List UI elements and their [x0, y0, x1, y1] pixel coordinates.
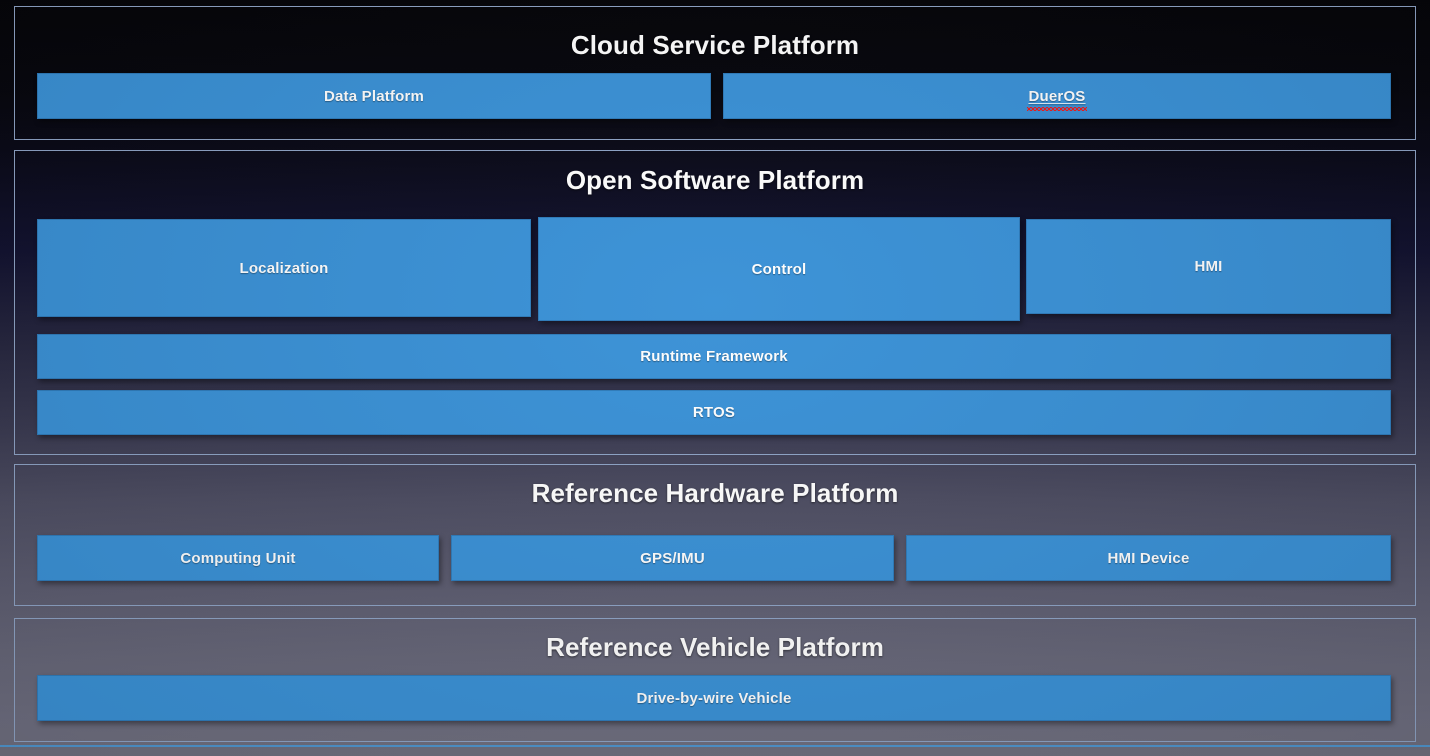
box-label-gps-imu: GPS/IMU [640, 549, 705, 567]
box-label-hmi-device: HMI Device [1107, 549, 1190, 567]
box-computing-unit[interactable]: Computing Unit [37, 535, 439, 581]
box-dueros[interactable]: DuerOS [723, 73, 1391, 119]
box-label-rtos: RTOS [692, 404, 736, 421]
box-data-platform[interactable]: Data Platform [37, 73, 711, 119]
box-label-localization: Localization [239, 259, 329, 277]
box-localization[interactable]: Localization [37, 219, 531, 317]
box-hmi[interactable]: HMI [1026, 219, 1391, 314]
panel-title-cloud-service-platform: Cloud Service Platform [570, 30, 860, 60]
box-label-drive-by-wire-vehicle: Drive-by-wire Vehicle [636, 689, 792, 707]
box-label-hmi: HMI [1194, 258, 1223, 275]
panel-title-reference-hardware-platform: Reference Hardware Platform [531, 478, 899, 508]
box-label-runtime-framework: Runtime Framework [640, 348, 788, 365]
box-rtos[interactable]: RTOS [37, 390, 1391, 435]
box-runtime-framework[interactable]: Runtime Framework [37, 334, 1391, 379]
box-gps-imu[interactable]: GPS/IMU [451, 535, 894, 581]
panel-cloud-service-platform: Cloud Service Platform Data Platform Due… [14, 6, 1416, 140]
panel-title-reference-vehicle-platform: Reference Vehicle Platform [546, 632, 884, 662]
panel-reference-vehicle-platform: Reference Vehicle Platform Drive-by-wire… [14, 618, 1416, 742]
box-label-data-platform: Data Platform [323, 87, 425, 105]
panel-reference-hardware-platform: Reference Hardware Platform Computing Un… [14, 464, 1416, 606]
box-label-control: Control [751, 260, 807, 278]
panel-open-software-platform: Open Software Platform Localization Cont… [14, 150, 1416, 455]
box-label-dueros: DuerOS [1027, 87, 1087, 111]
box-control[interactable]: Control [538, 217, 1020, 321]
box-label-computing-unit: Computing Unit [180, 549, 296, 567]
box-hmi-device[interactable]: HMI Device [906, 535, 1391, 581]
bottom-accent-rule [0, 745, 1430, 747]
panel-title-open-software-platform: Open Software Platform [565, 165, 865, 195]
box-drive-by-wire-vehicle[interactable]: Drive-by-wire Vehicle [37, 675, 1391, 721]
